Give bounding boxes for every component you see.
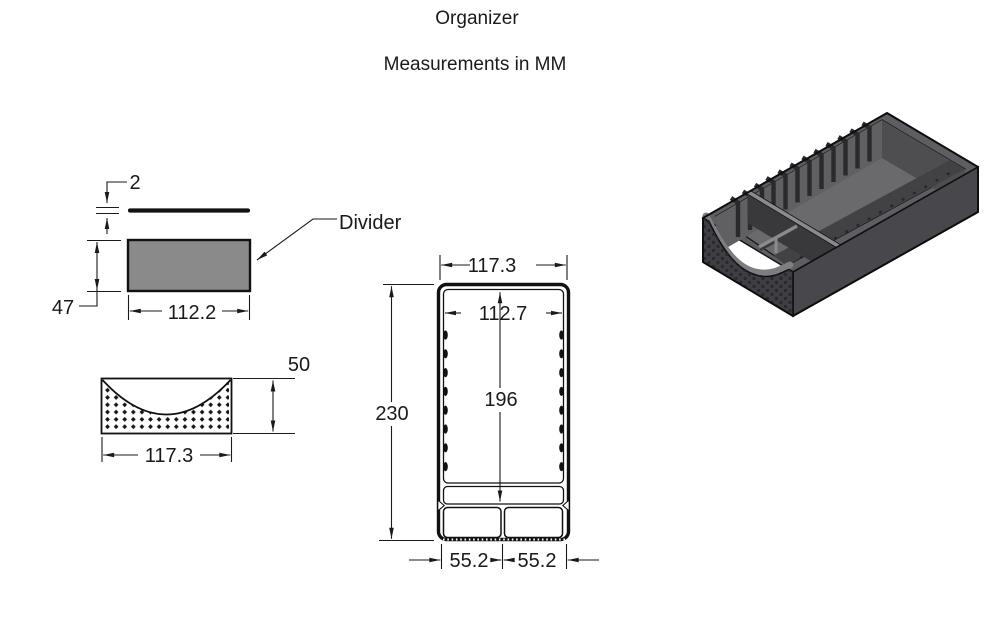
render-separator-shadow	[759, 227, 799, 252]
divider-label: Divider	[339, 212, 402, 234]
tv-outer-width-dim: 117.3	[468, 255, 517, 277]
tv-inner-width-dim: 112.7	[479, 303, 528, 325]
perforation-dots	[104, 382, 229, 431]
render-silhouette	[702, 112, 979, 317]
tv-left-compartment-dim: 55.2	[450, 550, 489, 572]
front-outline	[100, 377, 233, 435]
scoop-curve	[101, 379, 232, 416]
divider-face-view	[126, 238, 252, 293]
tv-outer-depth-dim: 230	[375, 403, 408, 425]
front-scoop-view: 50 117.3	[100, 354, 310, 467]
divider-width-dim: 112.2	[168, 302, 217, 324]
organizer-3d-render	[701, 112, 980, 318]
tv-slot-bumps	[443, 330, 564, 472]
title-line2: Measurements in MM	[384, 54, 567, 75]
front-width-dim: 117.3	[145, 445, 194, 467]
render-divider-front-face	[747, 193, 838, 277]
tv-wall-notch-right	[561, 498, 570, 513]
title-line1: Organizer	[435, 8, 519, 29]
drawing-title: Organizer Measurements in MM	[384, 8, 567, 75]
tv-inner-wall	[442, 288, 565, 484]
height-dim-tail	[79, 290, 98, 307]
tv-right-compartment	[503, 506, 564, 539]
thickness-leader-line	[104, 181, 127, 203]
tv-divider-slot-band	[442, 485, 565, 505]
front-height-dim: 50	[288, 354, 310, 376]
tv-left-compartment	[442, 506, 502, 539]
tv-wall-notch-left	[437, 498, 446, 513]
tv-right-compartment-dim: 55.2	[518, 550, 557, 572]
render-front-perforations	[703, 218, 793, 316]
top-view: 117.3 112.7 196 230 55.2 55.2	[375, 255, 599, 572]
tv-inner-depth-dim: 196	[484, 389, 517, 411]
render-separator-top-edge	[758, 224, 798, 249]
divider-detail-view: 2 Divider 47 112.2	[52, 172, 402, 324]
divider-leader-line	[256, 218, 337, 261]
divider-thickness-dim: 2	[129, 172, 140, 194]
divider-height-dim: 47	[52, 297, 74, 319]
